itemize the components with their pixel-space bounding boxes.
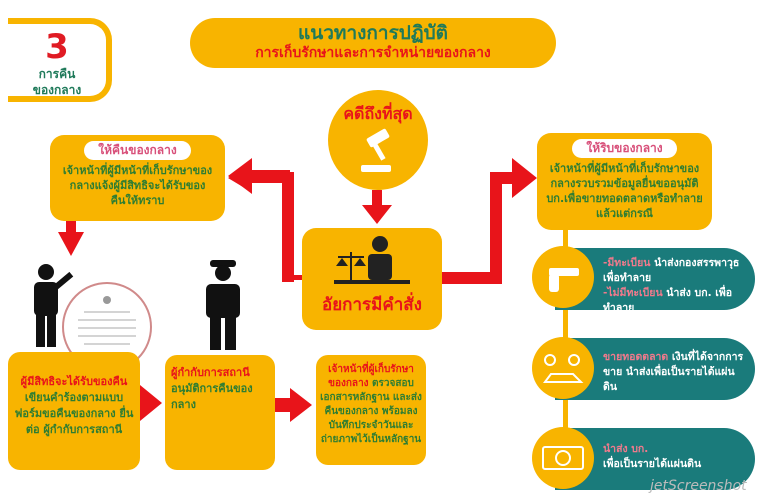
police-officer-icon	[206, 260, 240, 350]
page-title: แนวทางการปฏิบัติ การเก็บรักษาและการจำหน่…	[190, 18, 556, 68]
seize-evidence-box: ให้ริบของกลาง เจ้าหน้าที่ผู้มีหน้าที่เก็…	[537, 133, 712, 230]
title-text: แนวทางการปฏิบัติ	[298, 22, 448, 44]
section-label: ของกลาง	[32, 83, 82, 97]
disposal-highlight: นำส่ง บก.	[603, 443, 649, 455]
return-heading: ให้คืนของกลาง	[84, 141, 191, 160]
section-badge: 3 การคืน ของกลาง	[8, 18, 112, 102]
step-text: เขียนคำร้องตามแบบฟอร์มขอคืนของกลาง ยื่นต…	[14, 391, 134, 436]
step-highlight: เจ้าหน้าที่ผู้เก็บรักษาของกลาง	[328, 364, 414, 389]
final-case-node: คดีถึงที่สุด	[328, 90, 428, 190]
final-case-label: คดีถึงที่สุด	[343, 104, 413, 123]
disposal-highlight: ขายทอดตลาด	[603, 351, 669, 363]
disposal-highlight: -มีทะเบียน	[603, 257, 651, 269]
gavel-icon	[361, 128, 391, 172]
step-claimant-request: ผู้มีสิทธิจะได้รับของคืน เขียนคำร้องตามแ…	[8, 352, 140, 470]
step-highlight: ผู้มีสิทธิจะได้รับของคืน	[20, 375, 128, 388]
disposal-text: นำส่งกองสรรพาวุธ เพื่อทำลาย	[603, 257, 740, 284]
watermark: jetScreenshot	[650, 478, 747, 494]
seize-heading: ให้ริบของกลาง	[572, 139, 677, 158]
step-officer-return: เจ้าหน้าที่ผู้เก็บรักษาของกลาง ตรวจสอบเอ…	[316, 355, 426, 465]
return-text: เจ้าหน้าที่ผู้มีหน้าที่เก็บรักษาของกลางแ…	[62, 164, 213, 207]
gun-icon	[532, 246, 594, 308]
disposal-text: นำส่ง บก. เพื่อทำลาย	[603, 287, 733, 314]
step-text: ตรวจสอบเอกสารหลักฐาน และส่งคืนของกลาง พร…	[320, 378, 422, 445]
step-highlight: ผู้กำกับการสถานี	[171, 366, 250, 379]
section-number: 3	[45, 27, 69, 67]
claimant-person-icon	[34, 264, 74, 347]
step-superintendent-approve: ผู้กำกับการสถานี อนุมัติการคืนของกลาง	[165, 355, 275, 470]
prosecutor-node: อัยการมีคำสั่ง	[302, 228, 442, 330]
seize-text: เจ้าหน้าที่ผู้มีหน้าที่เก็บรักษาของกลางร…	[546, 162, 703, 220]
section-label: การคืน	[38, 67, 76, 81]
vehicles-icon	[532, 337, 594, 399]
prosecutor-label: อัยการมีคำสั่ง	[322, 295, 422, 315]
prosecutor-icon	[334, 236, 410, 284]
disposal-text: เพื่อเป็นรายได้แผ่นดิน	[603, 458, 702, 470]
disposal-highlight: -ไม่มีทะเบียน	[603, 287, 663, 299]
return-evidence-box: ให้คืนของกลาง เจ้าหน้าที่ผู้มีหน้าที่เก็…	[50, 135, 225, 221]
step-text: อนุมัติการคืนของกลาง	[171, 382, 253, 411]
disposal-text: เงินที่ได้จากการขาย นำส่งเพื่อเป็นรายได้…	[603, 351, 744, 393]
subtitle-text: การเก็บรักษาและการจำหน่ายของกลาง	[255, 45, 491, 61]
money-icon	[532, 427, 594, 489]
